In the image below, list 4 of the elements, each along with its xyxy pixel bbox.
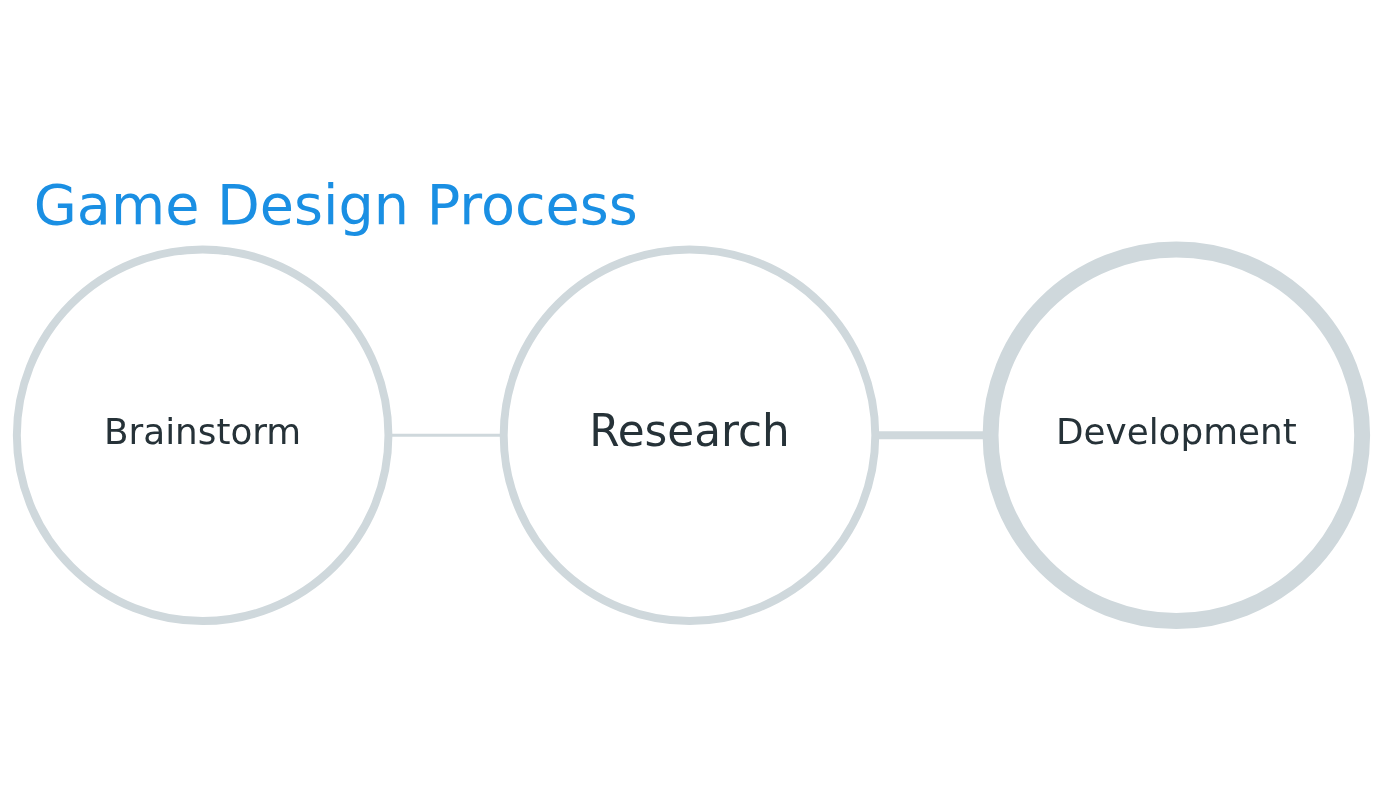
node-circle: Brainstorm bbox=[12, 245, 393, 626]
diagram-title: Game Design Process bbox=[33, 172, 638, 238]
node-circle: Research bbox=[499, 245, 880, 626]
node-circle: Development bbox=[982, 241, 1371, 629]
